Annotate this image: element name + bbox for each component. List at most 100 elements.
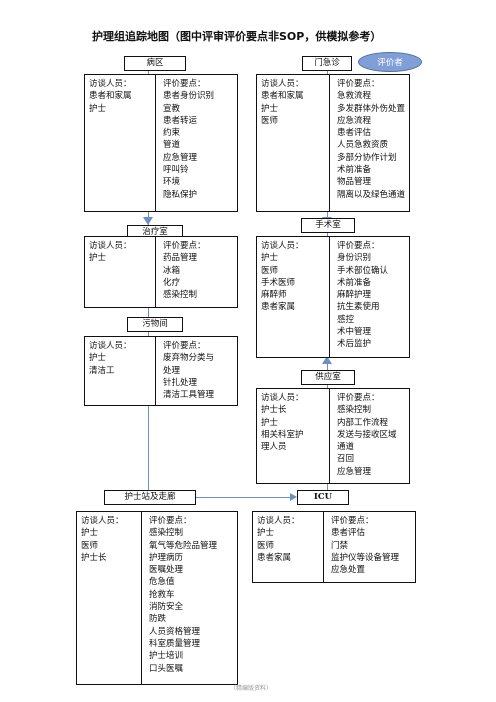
dirty-room-interviewee: 清洁工 xyxy=(89,365,115,376)
operating-room-interviewees: 访谈人员： 护士 医师 手术医师 麻醉师 患者家属 xyxy=(261,240,304,314)
operating-room-interviewee: 护士 xyxy=(261,253,279,264)
emergency-point: 患者评估 xyxy=(337,128,372,139)
ward-label: 病区 xyxy=(124,56,186,71)
nurse-station-point: 感染控制 xyxy=(149,528,184,539)
ward-divider xyxy=(155,75,156,211)
treatment-points: 评价要点： 药品管理 冰箱 化疗 感染控制 xyxy=(163,240,206,301)
icu-point: 监护仪等设备管理 xyxy=(331,552,400,563)
operating-room-point: 术中管理 xyxy=(337,327,372,338)
dirty-room-point: 废弃物分类与 xyxy=(163,353,215,364)
treatment-divider xyxy=(155,237,156,307)
operating-room-point: 术后监护 xyxy=(337,339,372,350)
arrow-right-icu xyxy=(290,493,297,501)
dirty-room-point: 针扎处理 xyxy=(163,377,198,388)
dirty-room-interviewee: 护士 xyxy=(89,353,107,364)
operating-room-point: 手术部位确认 xyxy=(337,265,389,276)
ward-interviewee-heading: 访谈人员： xyxy=(89,79,132,89)
supply-room-point: 通道 xyxy=(337,442,355,453)
operating-room-box: 访谈人员： 护士 医师 手术医师 麻醉师 患者家属 评价要点： 身份识别 手术部… xyxy=(256,236,410,358)
dirty-room-interviewee-heading: 访谈人员： xyxy=(89,341,132,351)
ward-point: 呼叫铃 xyxy=(163,165,189,176)
nurse-station-point: 护士培训 xyxy=(149,651,184,662)
treatment-interviewee: 护士 xyxy=(89,253,107,264)
ward-point: 患者转运 xyxy=(163,115,198,126)
emergency-point: 术前准备 xyxy=(337,165,372,176)
connector-bottom-horizontal xyxy=(150,497,290,498)
operating-room-point: 感控 xyxy=(337,314,355,325)
ward-interviewees: 访谈人员： 患者和家属 护士 xyxy=(89,78,132,115)
icu-point-heading: 评价要点： xyxy=(331,516,374,526)
dirty-room-interviewees: 访谈人员： 护士 清洁工 xyxy=(89,340,132,377)
emergency-point: 急救流程 xyxy=(337,91,372,102)
dirty-room-divider xyxy=(155,337,156,405)
icu-interviewees: 访谈人员： 护士 医师 患者家属 xyxy=(257,515,300,564)
nurse-station-point: 科室质量管理 xyxy=(149,638,201,649)
icu-interviewee: 护士 xyxy=(257,528,275,539)
icu-interviewee: 患者家属 xyxy=(257,552,292,563)
emergency-interviewee: 医师 xyxy=(261,115,279,126)
nurse-station-point: 人员资格管理 xyxy=(149,626,201,637)
operating-room-points: 评价要点： 身份识别 手术部位确认 术前准备 麻醉护理 抗生素使用 感控 术中管… xyxy=(337,240,388,351)
ward-point: 应急管理 xyxy=(163,152,198,163)
icu-interviewee-heading: 访谈人员： xyxy=(257,516,300,526)
emergency-point: 多发群体外伤处置 xyxy=(337,103,406,114)
treatment-interviewees: 访谈人员： 护士 xyxy=(89,240,132,265)
ward-point: 患者身份识别 xyxy=(163,91,215,102)
ward-interviewee: 患者和家属 xyxy=(89,91,132,102)
dirty-room-label: 污物间 xyxy=(127,317,183,332)
icu-box: 访谈人员： 护士 医师 患者家属 评价要点： 患者评估 门禁 监护仪等设备管理 … xyxy=(252,511,416,583)
treatment-box: 访谈人员： 护士 评价要点： 药品管理 冰箱 化疗 感染控制 xyxy=(84,236,238,308)
supply-room-point: 召回 xyxy=(337,454,355,465)
supply-room-point-heading: 评价要点： xyxy=(337,393,380,403)
operating-room-point: 抗生素使用 xyxy=(337,302,380,313)
supply-room-interviewee-heading: 访谈人员： xyxy=(261,393,304,403)
page-title: 护理组追踪地图（图中评审评价要点非SOP，供模拟参考） xyxy=(92,30,382,43)
operating-room-point: 身份识别 xyxy=(337,253,372,264)
nurse-station-point: 医嘱处理 xyxy=(149,565,184,576)
supply-room-label: 供应室 xyxy=(301,370,355,385)
treatment-point-heading: 评价要点： xyxy=(163,241,206,251)
treatment-point: 感染控制 xyxy=(163,290,198,301)
icu-point: 门禁 xyxy=(331,540,349,551)
supply-room-point: 发送与接收区域 xyxy=(337,429,397,440)
evaluator-oval: 评价者 xyxy=(358,52,422,72)
operating-room-interviewee: 患者家属 xyxy=(261,302,296,313)
emergency-interviewee: 护士 xyxy=(261,103,279,114)
nurse-station-divider xyxy=(141,512,142,684)
emergency-divider xyxy=(329,75,330,211)
ward-point-heading: 评价要点： xyxy=(163,79,206,89)
icu-point: 应急处置 xyxy=(331,565,366,576)
supply-room-point: 感染控制 xyxy=(337,405,372,416)
ward-point: 宣教 xyxy=(163,103,181,114)
supply-room-interviewees: 访谈人员： 护士长 护士 相关科室护 理人员 xyxy=(261,392,304,453)
operating-room-interviewee: 医师 xyxy=(261,265,279,276)
emergency-point-heading: 评价要点： xyxy=(337,79,380,89)
nurse-station-point: 抢救车 xyxy=(149,589,175,600)
operating-room-interviewee-heading: 访谈人员： xyxy=(261,241,304,251)
emergency-point: 人员急救资质 xyxy=(337,140,389,151)
supply-room-divider xyxy=(329,389,330,483)
ward-point: 环境 xyxy=(163,177,181,188)
ward-point: 管道 xyxy=(163,140,181,151)
nurse-station-box: 访谈人员： 护士 医师 护士长 评价要点： 感染控制 氧气等危险品管理 护理病历… xyxy=(76,511,238,685)
nurse-station-interviewee: 医师 xyxy=(81,540,99,551)
nurse-station-interviewee: 护士长 xyxy=(81,552,107,563)
operating-room-point-heading: 评价要点： xyxy=(337,241,380,251)
emergency-point: 物品管理 xyxy=(337,177,372,188)
dirty-room-box: 访谈人员： 护士 清洁工 评价要点： 废弃物分类与 处理 针扎处理 清洁工具管理 xyxy=(84,336,238,406)
emergency-point: 应急流程 xyxy=(337,115,372,126)
nurse-station-points: 评价要点： 感染控制 氧气等危险品管理 护理病历 医嘱处理 危急值 抢救车 消防… xyxy=(149,515,217,675)
supply-room-point: 应急管理 xyxy=(337,466,372,477)
supply-room-point: 内部工作流程 xyxy=(337,417,389,428)
treatment-point: 冰箱 xyxy=(163,265,181,276)
supply-room-interviewee: 护士 xyxy=(261,417,279,428)
ward-point: 约束 xyxy=(163,128,181,139)
operating-room-interviewee: 手术医师 xyxy=(261,277,296,288)
operating-room-divider xyxy=(329,237,330,357)
dirty-room-point-heading: 评价要点： xyxy=(163,341,206,351)
nurse-station-point: 护理病历 xyxy=(149,552,184,563)
nurse-station-interviewee: 护士 xyxy=(81,528,99,539)
emergency-box: 访谈人员： 患者和家属 护士 医师 评价要点： 急救流程 多发群体外伤处置 应急… xyxy=(256,74,410,212)
nurse-station-point: 危急值 xyxy=(149,577,175,588)
supply-room-interviewee: 理人员 xyxy=(261,442,287,453)
